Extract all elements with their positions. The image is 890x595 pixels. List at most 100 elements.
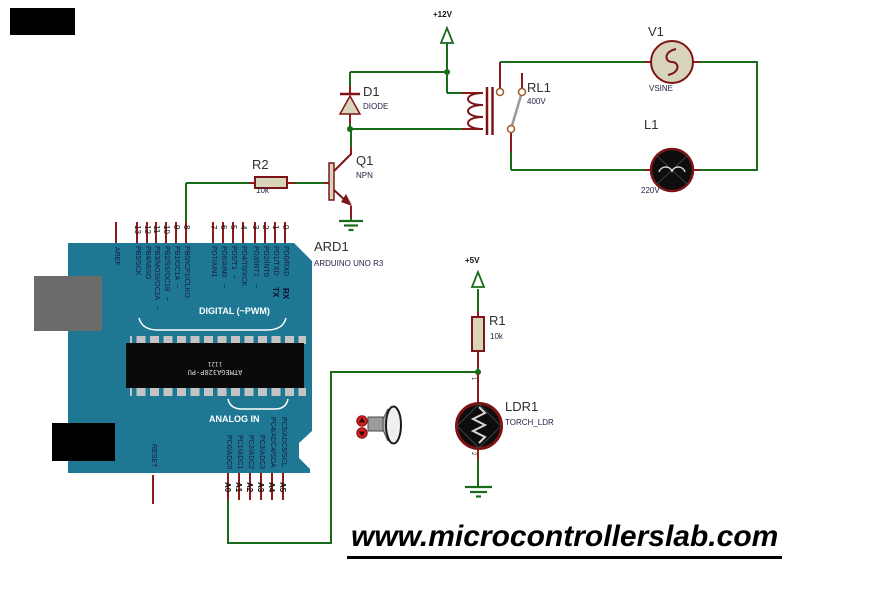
pin-label: PD3/INT1 bbox=[252, 246, 259, 277]
pin-label: PC4/ADC4/SDA bbox=[269, 417, 276, 468]
pin-label: PB3/MOSI/OC2A bbox=[153, 246, 160, 301]
pin-number: 1 bbox=[271, 225, 280, 230]
digital-header: DIGITAL (~PWM) bbox=[199, 306, 270, 316]
v1-ref: V1 bbox=[648, 24, 664, 39]
torch-up-button[interactable] bbox=[356, 415, 368, 427]
junction-dot bbox=[444, 69, 450, 75]
down-arrow-icon bbox=[358, 431, 366, 437]
pin-number: 13 bbox=[133, 225, 142, 234]
relay-rl1[interactable] bbox=[467, 87, 527, 135]
pin-label: PB5/SCK bbox=[134, 246, 141, 276]
pin-number: 10 bbox=[162, 225, 171, 234]
relay-contact bbox=[495, 87, 505, 97]
pin-label: PD5/T1 bbox=[230, 246, 237, 270]
emitter-arrow-icon bbox=[341, 194, 352, 206]
d1-value: DIODE bbox=[363, 102, 389, 111]
power-flag-5v bbox=[470, 269, 486, 288]
chip-body bbox=[126, 343, 304, 388]
torch-lens bbox=[385, 405, 402, 445]
l1-ref: L1 bbox=[644, 117, 659, 132]
pin-number: 6 bbox=[219, 225, 228, 230]
power-arrow-icon bbox=[470, 269, 486, 288]
pin-label: PB2/SS/OC1B bbox=[163, 246, 170, 292]
pwm-tilde: ~ bbox=[230, 275, 237, 280]
pin-number: A0 bbox=[223, 482, 232, 493]
ldr-diamond bbox=[456, 403, 502, 449]
q1-ref: Q1 bbox=[356, 153, 374, 168]
rl1-value: 400V bbox=[527, 97, 546, 106]
pin-number: 5 bbox=[229, 225, 238, 230]
ldr-ldr1[interactable] bbox=[455, 402, 503, 450]
transistor-q1[interactable] bbox=[328, 153, 352, 206]
pin-number: 3 bbox=[251, 225, 260, 230]
ard1-ref: ARD1 bbox=[314, 239, 349, 254]
power-label-5v: +5V bbox=[465, 256, 480, 265]
q1-value: NPN bbox=[356, 171, 373, 180]
resistor-body bbox=[471, 316, 485, 352]
diode-triangle bbox=[338, 94, 362, 115]
d1-ref: D1 bbox=[363, 84, 380, 99]
junction-dot bbox=[347, 126, 353, 132]
junction-dots bbox=[347, 69, 481, 375]
pin-label: PB1/OC1A bbox=[173, 246, 180, 281]
ldr-zigzag bbox=[470, 406, 488, 444]
pin-number: A3 bbox=[256, 482, 265, 493]
pin-label: PD4/T0/XCK bbox=[240, 246, 247, 287]
torch-icon bbox=[367, 405, 402, 445]
v1-value: VSINE bbox=[649, 84, 674, 93]
diode-d1[interactable] bbox=[338, 92, 362, 115]
pin-number: 8 bbox=[182, 225, 191, 230]
wire bbox=[227, 371, 478, 544]
r1-value: 10k bbox=[490, 332, 503, 341]
ground-symbol-q1 bbox=[339, 219, 363, 232]
pin-number: A5 bbox=[278, 482, 287, 493]
pin-number: 4 bbox=[239, 225, 248, 230]
ldr1-ref: LDR1 bbox=[505, 399, 539, 414]
power-jack bbox=[52, 423, 115, 461]
pin-label: PC0/ADC0 bbox=[225, 435, 232, 470]
resistor-r1[interactable] bbox=[471, 316, 485, 352]
pin-label-reset: RESET bbox=[150, 444, 157, 468]
ldr1-pin1-label: 1 bbox=[470, 377, 476, 381]
relay-contact bbox=[506, 124, 516, 134]
r1-ref: R1 bbox=[489, 313, 506, 328]
relay-contact bbox=[517, 87, 527, 97]
junction-dot bbox=[475, 369, 481, 375]
pwm-tilde: ~ bbox=[252, 284, 259, 289]
rx-label: RX bbox=[281, 288, 290, 300]
pin-label: PC2/ADC2 bbox=[247, 435, 254, 470]
wire-net bbox=[185, 43, 758, 544]
power-flag-12v bbox=[439, 25, 455, 44]
wire bbox=[700, 61, 758, 171]
tx-label: TX bbox=[271, 287, 280, 298]
pin-label: PB4/MISO bbox=[144, 246, 151, 280]
pin-label: PD7/AIN1 bbox=[210, 246, 217, 278]
ard1-value: ARDUINO UNO R3 bbox=[314, 259, 384, 268]
pin-number: 2 bbox=[261, 225, 270, 230]
pwm-tilde: ~ bbox=[163, 297, 170, 302]
chip-pads-bottom bbox=[130, 388, 306, 396]
torch-down-button[interactable] bbox=[356, 427, 368, 439]
ground-symbol-ldr bbox=[465, 485, 492, 498]
chip-part-number: ATMEGA328P-PU bbox=[187, 368, 243, 376]
source-v1[interactable] bbox=[650, 40, 694, 84]
pin-label: PC5/ADC5/SCL bbox=[280, 417, 287, 467]
transistor-collector bbox=[333, 153, 352, 172]
pin-number: 12 bbox=[143, 225, 152, 234]
relay-switch-arm bbox=[510, 95, 523, 126]
resistor-r2[interactable] bbox=[254, 176, 288, 189]
black-box bbox=[10, 8, 75, 35]
lamp-l1[interactable] bbox=[649, 147, 695, 193]
relay-coil bbox=[467, 92, 484, 130]
arduino-board[interactable] bbox=[34, 243, 312, 473]
pin-label: PD1/TXD bbox=[272, 246, 279, 276]
transistor-base-bar bbox=[328, 162, 335, 201]
pin-stubs bbox=[115, 61, 700, 504]
resistor-body bbox=[254, 176, 288, 189]
analog-header: ANALOG IN bbox=[209, 414, 260, 424]
pwm-tilde: ~ bbox=[220, 284, 227, 289]
pin-number: 0 bbox=[281, 225, 290, 230]
ldr1-pin2-label: 2 bbox=[470, 452, 476, 456]
